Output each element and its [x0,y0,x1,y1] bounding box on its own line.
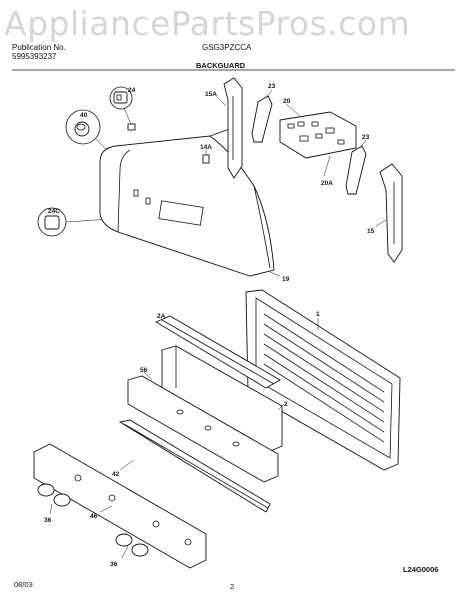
leader-19 [269,271,281,277]
callout-20a: 20A [321,180,333,187]
part-1-back-panel [245,289,401,471]
callout-24: 24 [128,87,136,94]
part-42-control-rail [118,419,271,513]
callout-42: 42 [112,471,120,478]
part-2a-heat-shield [155,315,281,389]
callout-46: 46 [90,513,98,520]
part-36-knobs-right [115,533,149,559]
watermark: AppliancePartsPros.com [4,4,411,43]
callout-15a: 15A [205,91,217,98]
part-15a-end-bracket [216,77,243,179]
callout-36-right: 36 [110,561,118,568]
part-56-manifold-panel [127,371,279,483]
diagram-code: L24G0006 [403,565,439,574]
back-panel-vents [263,313,385,443]
section-title: BACKGUARD [196,61,246,70]
callout-40: 40 [80,112,88,119]
callout-24c: 24C [48,208,60,215]
footer-date: 08/03 [14,580,33,589]
callout-23-left: 23 [268,83,276,90]
callout-1: 1 [316,311,320,318]
callout-15: 15 [367,228,375,235]
publication-label: Publication No. [12,43,66,52]
callout-20: 20 [283,98,291,105]
callout-2a: 2A [157,313,166,320]
callout-36-left: 36 [44,517,52,524]
callout-23-right: 23 [362,134,370,141]
part-15-end-bracket [375,163,403,263]
callout-19: 19 [282,276,290,283]
part-23-bracket-right [345,139,367,195]
part-14a-clip [202,150,210,164]
part-36-knobs-left [37,483,71,515]
page-number: 2 [230,582,235,591]
callout-14a: 14A [200,144,212,151]
part-46-control-panel [33,443,207,569]
model-number: GSG3PZCCA [202,43,252,52]
publication-number: 5995393237 [12,52,57,61]
part-23-bracket-left [251,89,273,143]
part-24-switch [109,86,136,131]
part-20-control-board [279,103,357,177]
part-19-backguard-panel [99,127,275,277]
callout-56: 56 [140,367,148,374]
callout-2: 2 [284,401,288,408]
